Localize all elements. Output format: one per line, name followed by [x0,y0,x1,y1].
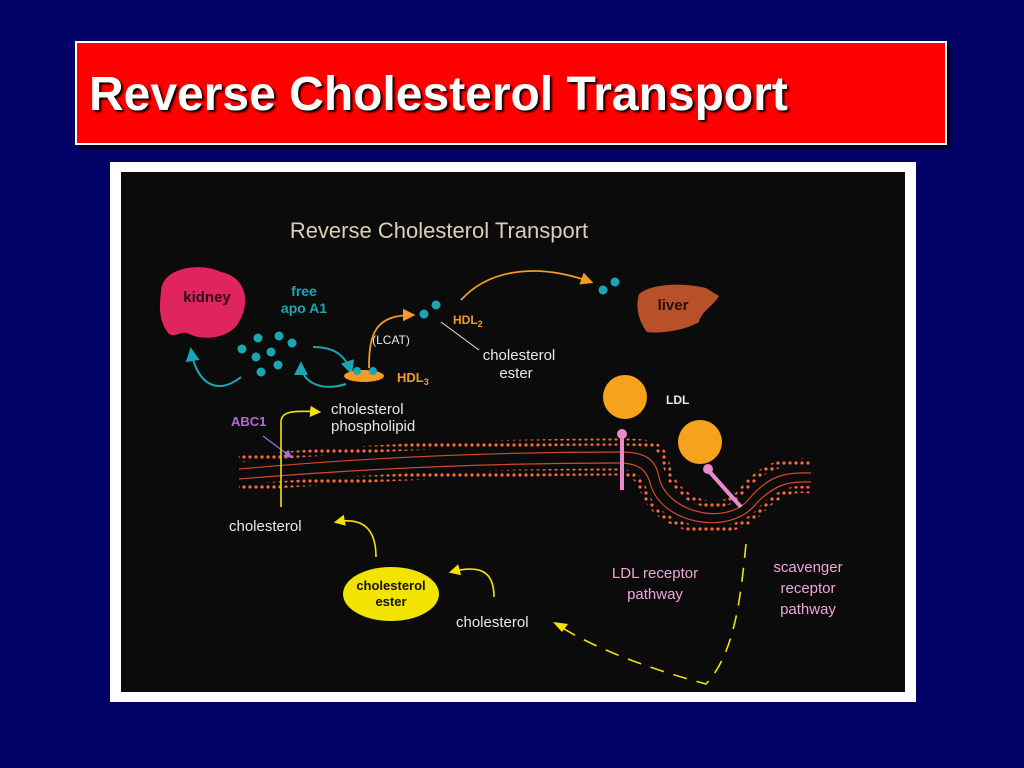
dashed-return-path [560,543,747,685]
ldl-particle-2 [678,420,722,464]
free-label: free [291,283,317,299]
hdl2-dot-1 [419,309,429,319]
hdl3-apo-dot-1 [353,367,361,375]
scavenger-receptor-stalk [706,468,743,509]
arrow-hdl3-to-hdl2 [368,308,416,369]
liver-hdl-dot-2 [610,277,620,287]
ce-oval-label-1: cholesterol [356,578,425,593]
ce-oval-label-2: ester [375,594,406,609]
dashed-return-arrowhead [553,622,568,632]
hdl3-particle [344,370,384,382]
efflux-cholesterol-label: cholesterol [331,401,404,418]
liver-label: liver [658,297,689,314]
figure-frame: Reverse Cholesterol Transport kidney fre… [110,162,916,702]
ldl-receptor-pathway-label-1: LDL receptor [612,565,698,582]
apo-a1-particles [237,331,297,377]
abc1-pointer [262,435,293,459]
ldl-receptor-pathway-label-2: pathway [627,586,683,603]
scavenger-pathway-label-2: receptor [780,580,835,597]
diagram-title: Reverse Cholesterol Transport [290,218,588,243]
scavenger-receptor-head [703,464,713,474]
hdl2-label: HDL2 [453,313,483,329]
cholesterol-bottom-label: cholesterol [456,614,529,631]
arrow-hdl2-to-liver [460,270,594,301]
arrow-hdl3-to-apo [294,361,347,388]
ce-top-label-1: cholesterol [483,347,556,364]
ce-pointer-line [440,321,480,351]
ce-top-label-2: ester [499,365,532,382]
arrow-to-kidney [185,347,242,388]
membrane-outer-leaflet [238,438,812,508]
cholesterol-left-label: cholesterol [229,518,302,535]
diagram-background [121,172,905,692]
arrow-cholesterol-to-ester [448,564,495,598]
efflux-phospholipid-label: phospholipid [331,418,415,435]
arrow-apo-to-hdl3 [312,346,355,375]
diagram: Reverse Cholesterol Transport kidney fre… [121,172,905,692]
abc1-label: ABC1 [231,414,266,429]
ldl-label: LDL [666,393,689,407]
kidney-label: kidney [183,289,231,306]
membrane-core-1 [238,451,812,515]
liver-shape [637,284,719,333]
scavenger-pathway-label-1: scavenger [773,559,842,576]
membrane-core-2 [238,462,812,524]
cholesterol-ester-oval [343,567,439,621]
apo-a1-label: apo A1 [281,300,327,316]
lcat-label: (LCAT) [372,333,410,347]
arrow-efflux [280,405,322,507]
membrane-inner-leaflet [238,468,812,534]
kidney-shape [159,267,246,338]
slide-title: Reverse Cholesterol Transport [89,68,788,121]
liver-hdl-dot-1 [598,285,608,295]
arrow-ester-to-cholesterol [333,514,377,558]
ldl-particle-1 [603,375,647,419]
hdl3-label: HDL3 [397,370,429,387]
slide-title-bar: Reverse Cholesterol Transport [75,41,947,145]
hdl2-dot-2 [431,300,441,310]
scavenger-pathway-label-3: pathway [780,601,836,618]
ldl-receptor-head [617,429,627,439]
hdl3-apo-dot-2 [369,367,377,375]
